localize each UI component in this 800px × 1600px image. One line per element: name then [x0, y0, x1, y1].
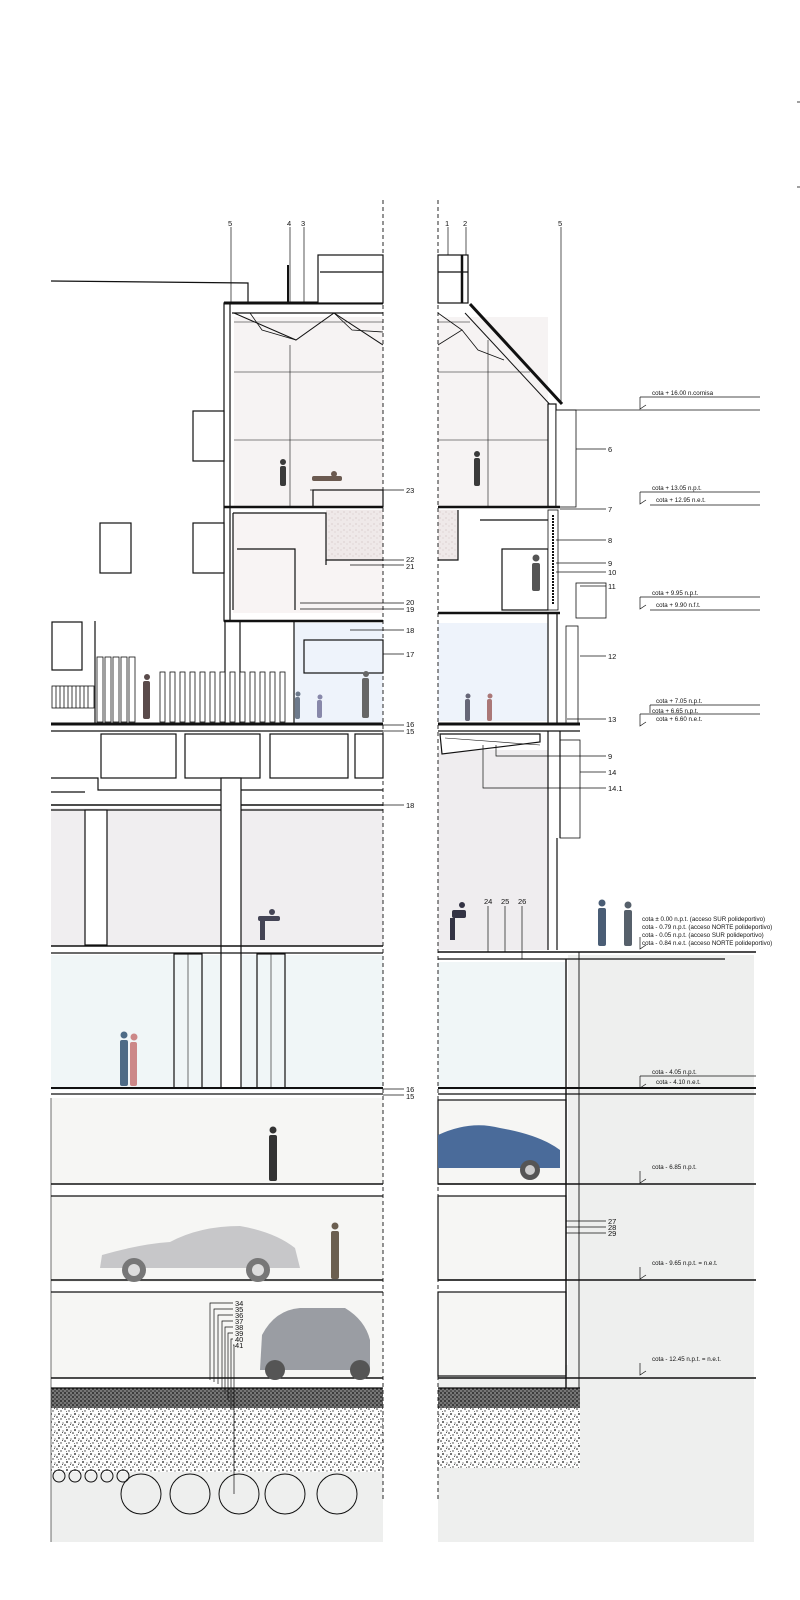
person-figure: [450, 902, 466, 940]
callout-5-left: 5: [228, 219, 232, 228]
callout-41: 41: [235, 1341, 243, 1350]
elevation-6-60: cota + 6.60 n.e.t.: [656, 716, 703, 723]
foundation-callout-numbers: 34 35 36 37 38 39 40 41: [235, 1299, 243, 1350]
callout-16-lower: 16: [406, 1085, 414, 1094]
person-figure: [295, 691, 301, 719]
callout-35: 35: [235, 1305, 243, 1314]
person-figure: [130, 1033, 138, 1086]
callout-29: 29: [608, 1229, 616, 1238]
person-figure: [598, 899, 606, 946]
elevation-6-65: cota + 6.65 n.p.t.: [652, 708, 699, 715]
callout-2: 2: [463, 219, 467, 228]
callout-38: 38: [235, 1323, 243, 1332]
elevation-9-95: cota + 9.95 n.p.t.: [652, 590, 699, 597]
callout-26: 26: [518, 897, 526, 906]
elevation-minus-0-84: cota - 0.84 n.e.t. (acceso NORTE polidep…: [642, 940, 772, 947]
person-figure: [269, 1126, 277, 1181]
foundation-gravel: [51, 1388, 580, 1472]
elevation-minus-9-65: cota - 9.65 n.p.t. = n.e.t.: [652, 1260, 718, 1267]
elevation-13-05: cota + 13.05 n.p.t.: [652, 485, 702, 492]
callout-37: 37: [235, 1317, 243, 1326]
callout-40: 40: [235, 1335, 243, 1344]
elevation-12-95: cota + 12.95 n.e.t.: [656, 497, 706, 504]
elevation-labels: cota + 16.00 n.cornisa cota + 13.05 n.p.…: [642, 390, 772, 1363]
callout-20: 20: [406, 598, 414, 607]
elevation-7-05: cota + 7.05 n.p.t.: [656, 698, 703, 705]
callout-9-lower: 9: [608, 752, 612, 761]
annotation-leaders: [209, 227, 760, 1494]
person-figure: [487, 693, 493, 721]
person-figure: [312, 471, 342, 481]
person-figure: [331, 1222, 339, 1279]
person-figure: [258, 909, 280, 940]
person-figure: [532, 554, 540, 591]
callout-25: 25: [501, 897, 509, 906]
foundation-piles: [52, 1469, 358, 1515]
callout-13: 13: [608, 715, 616, 724]
callout-23: 23: [406, 486, 414, 495]
callout-19: 19: [406, 605, 414, 614]
callout-39: 39: [235, 1329, 243, 1338]
section-structure: [50, 200, 756, 1542]
callout-15: 15: [406, 727, 414, 736]
person-figure: [120, 1031, 128, 1086]
callout-3: 3: [301, 219, 305, 228]
callout-17: 17: [406, 650, 414, 659]
elevation-minus-6-85: cota - 6.85 n.p.t.: [652, 1164, 697, 1171]
callout-18-lower: 18: [406, 801, 414, 810]
car-figure: [100, 1226, 300, 1282]
elevation-minus-0-05: cota - 0.05 n.p.t. (acceso SUR polidepor…: [642, 932, 764, 939]
elevation-minus-4-10: cota - 4.10 n.e.t.: [656, 1079, 701, 1086]
callout-7: 7: [608, 505, 612, 514]
person-figure: [317, 694, 323, 718]
callout-10: 10: [608, 568, 616, 577]
elevation-minus-4-05: cota - 4.05 n.p.t.: [652, 1069, 697, 1076]
callout-8: 8: [608, 536, 612, 545]
person-figure: [143, 674, 150, 719]
callout-36: 36: [235, 1311, 243, 1320]
callout-21: 21: [406, 562, 414, 571]
person-figure: [474, 451, 480, 486]
callout-4: 4: [287, 219, 291, 228]
callout-12: 12: [608, 652, 616, 661]
callout-5-right: 5: [558, 219, 562, 228]
callout-11: 11: [608, 582, 616, 591]
callout-15-lower: 15: [406, 1092, 414, 1101]
callout-1: 1: [445, 219, 449, 228]
car-figure: [438, 1125, 560, 1180]
callout-9: 9: [608, 559, 612, 568]
elevation-16-00: cota + 16.00 n.cornisa: [652, 390, 714, 397]
elevation-minus-12-45: cota - 12.45 n.p.t. = n.e.t.: [652, 1356, 721, 1363]
elevation-9-90: cota + 9.90 n.f.t.: [656, 602, 701, 609]
callout-16: 16: [406, 720, 414, 729]
callout-24: 24: [484, 897, 492, 906]
person-figure: [280, 459, 286, 486]
callout-14: 14: [608, 768, 616, 777]
callout-18: 18: [406, 626, 414, 635]
person-figure: [624, 901, 632, 946]
person-figure: [362, 671, 369, 718]
callout-14-1: 14.1: [608, 784, 623, 793]
elevation-minus-0-79: cota - 0.79 n.p.t. (acceso NORTE polidep…: [642, 924, 772, 931]
entourage-figures: [100, 451, 632, 1380]
callout-28: 28: [608, 1223, 616, 1232]
callout-34: 34: [235, 1299, 243, 1308]
car-figure: [260, 1308, 370, 1380]
callout-6: 6: [608, 445, 612, 454]
left-callout-numbers: 5 4 3 23 22 21 20 19 18 17 16 15 18 16 1…: [228, 219, 414, 1101]
callout-27: 27: [608, 1217, 616, 1226]
person-figure: [465, 693, 471, 721]
callout-22: 22: [406, 555, 414, 564]
elevation-0-00: cota ± 0.00 n.p.t. (acceso SUR polidepor…: [642, 916, 765, 923]
right-callout-numbers: 1 2 5 6 7 8 9 10 11 12 13 9 14 14.1 24 2…: [445, 219, 623, 1238]
